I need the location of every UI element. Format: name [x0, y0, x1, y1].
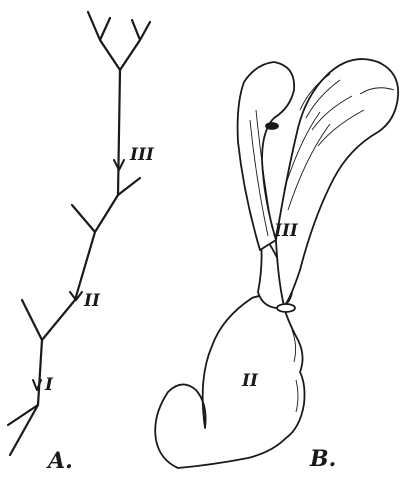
label-A-I: I: [44, 375, 54, 395]
side-branch-2: [22, 300, 42, 340]
label-A-II: II: [83, 291, 101, 311]
top-fork: [88, 12, 150, 70]
node-dark-mark: [266, 123, 278, 129]
panel-a-branch-diagram: [8, 12, 150, 455]
panel-letter-a: A.: [46, 448, 73, 474]
stalk-joint: [277, 304, 295, 312]
label-B-III: III: [273, 221, 299, 241]
label-B-II: II: [241, 371, 259, 391]
panel-b-structure: [155, 59, 398, 468]
label-A-III: III: [129, 145, 155, 165]
lower-lobe-II: [155, 295, 304, 468]
panel-letter-b: B.: [309, 446, 336, 472]
side-branch-3: [72, 205, 95, 232]
side-branch-4: [118, 178, 140, 195]
main-axis: [10, 70, 120, 455]
upper-lobe-III-right: [276, 59, 398, 306]
